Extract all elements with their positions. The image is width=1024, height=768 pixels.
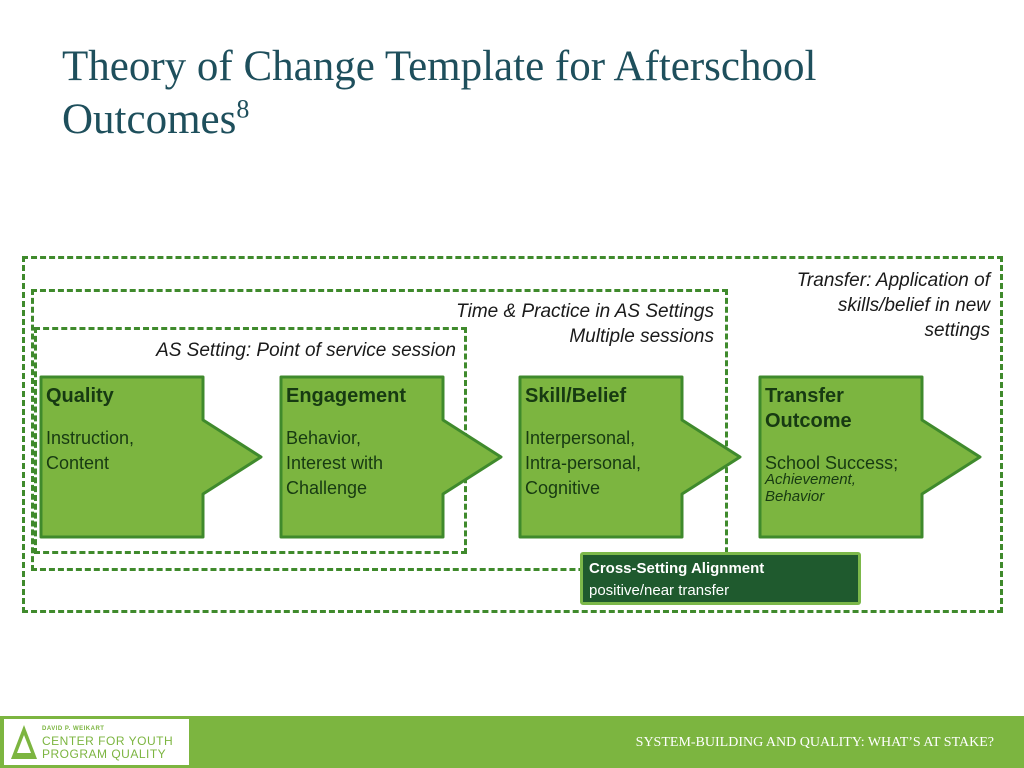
time-practice-region bbox=[31, 289, 728, 571]
stage-transfer-outcome-title-line1: Transfer bbox=[765, 385, 844, 407]
stage-quality: Quality Instruction, Content bbox=[38, 374, 264, 540]
cross-setting-subtitle: positive/near transfer bbox=[589, 582, 730, 599]
stage-engagement-body: Behavior, Interest with Challenge bbox=[286, 428, 384, 498]
cross-setting-title: Cross-Setting Alignment bbox=[589, 560, 765, 577]
center-logo: DAVID P. WEIKART CENTER FOR YOUTH PROGRA… bbox=[4, 719, 189, 765]
logo-small-text: DAVID P. WEIKART bbox=[42, 726, 105, 732]
transfer-caption: Transfer: Application of skills/belief i… bbox=[700, 268, 990, 343]
stage-quality-arrow-shape bbox=[39, 375, 263, 539]
stage-skill-belief-arrow-shape bbox=[518, 375, 742, 539]
transfer-caption-line3: settings bbox=[924, 320, 990, 341]
logo-line1: CENTER FOR YOUTH bbox=[42, 734, 174, 748]
stage-skill-belief-body: Interpersonal, Intra-personal, Cognitive bbox=[525, 428, 642, 498]
stage-engagement-title: Engagement bbox=[286, 385, 407, 407]
footer-bar: DAVID P. WEIKART CENTER FOR YOUTH PROGRA… bbox=[0, 716, 1024, 768]
stage-quality-title: Quality bbox=[46, 385, 114, 407]
time-practice-caption: Time & Practice in AS Settings Multiple … bbox=[380, 299, 714, 349]
slide-title: Theory of Change Template for Afterschoo… bbox=[62, 40, 962, 146]
stage-transfer-outcome-body: School Success; bbox=[765, 453, 899, 473]
slide-title-text: Theory of Change Template for Afterschoo… bbox=[62, 43, 817, 143]
stage-skill-belief: Skill/Belief Interpersonal, Intra-person… bbox=[517, 374, 743, 540]
transfer-caption-line1: Transfer: Application of bbox=[796, 270, 990, 291]
as-setting-caption-line1: AS Setting: Point of service session bbox=[156, 340, 456, 361]
stage-engagement: Engagement Behavior, Interest with Chall… bbox=[278, 374, 504, 540]
stage-engagement-arrow-shape bbox=[279, 375, 503, 539]
stage-transfer-outcome: Transfer Outcome School Success; Achieve… bbox=[757, 374, 983, 540]
footer-text: SYSTEM-BUILDING AND QUALITY: WHAT’S AT S… bbox=[635, 735, 994, 750]
stage-quality-body: Instruction, Content bbox=[46, 428, 135, 473]
stage-skill-belief-title: Skill/Belief bbox=[525, 385, 627, 407]
stage-transfer-outcome-arrow-shape bbox=[758, 375, 982, 539]
transfer-region bbox=[22, 256, 1003, 613]
stage-transfer-outcome-title: Transfer Outcome bbox=[765, 384, 852, 434]
time-practice-caption-line1: Time & Practice in AS Settings bbox=[456, 301, 714, 322]
cross-setting-alignment-box: Cross-Setting Alignment positive/near tr… bbox=[580, 552, 861, 605]
logo-triangle-icon bbox=[11, 725, 37, 759]
time-practice-caption-line2: Multiple sessions bbox=[569, 326, 714, 347]
stage-transfer-outcome-sub: Achievement, Behavior bbox=[765, 471, 856, 505]
footnote-marker: 8 bbox=[236, 94, 250, 124]
as-setting-caption: AS Setting: Point of service session bbox=[60, 338, 456, 363]
logo-line2: PROGRAM QUALITY bbox=[42, 747, 167, 761]
stage-transfer-outcome-title-line2: Outcome bbox=[765, 410, 852, 432]
transfer-caption-line2: skills/belief in new bbox=[837, 295, 990, 316]
